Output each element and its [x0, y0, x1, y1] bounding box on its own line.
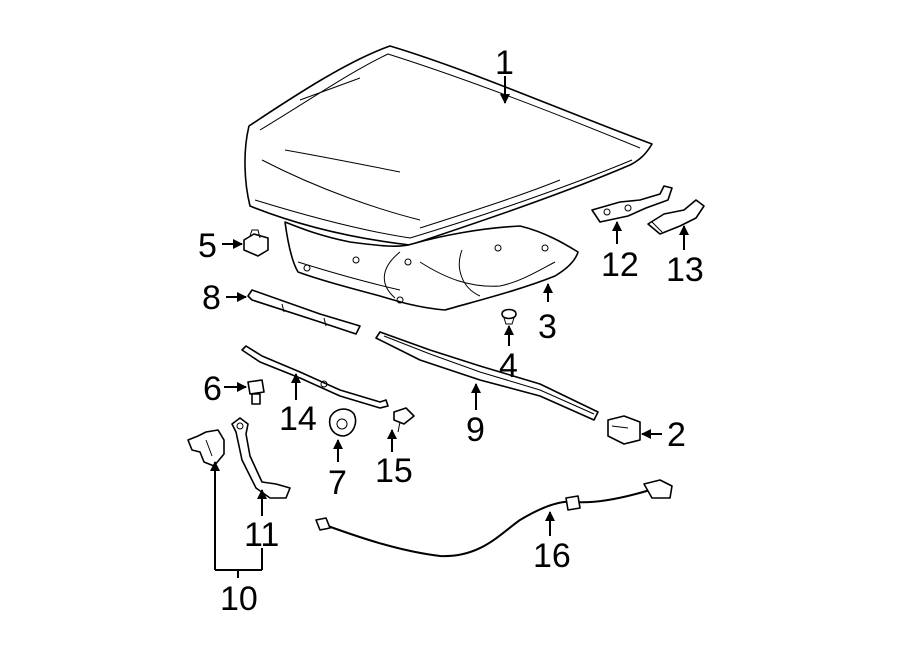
callout-12: 12 — [601, 246, 639, 284]
leader-lines — [210, 76, 689, 578]
callout-14: 14 — [279, 400, 317, 438]
callout-4: 4 — [499, 347, 518, 385]
callout-9: 9 — [466, 411, 485, 449]
callout-11: 11 — [244, 516, 279, 554]
hood-hinge[interactable] — [591, 185, 673, 223]
callout-3: 3 — [538, 308, 557, 346]
release-lever[interactable] — [231, 417, 291, 499]
hood-seal-front[interactable] — [247, 289, 361, 335]
callout-8: 8 — [202, 279, 221, 317]
latch-bracket[interactable] — [607, 415, 641, 445]
callout-10: 10 — [220, 580, 258, 618]
hood-panel[interactable] — [244, 45, 653, 246]
hood-bumper[interactable] — [243, 229, 269, 257]
grommet[interactable] — [328, 408, 357, 437]
hinge-bracket[interactable] — [647, 199, 705, 235]
release-cable[interactable] — [315, 479, 673, 558]
callout-5: 5 — [198, 227, 217, 265]
callout-15: 15 — [375, 452, 413, 490]
callout-6: 6 — [203, 370, 222, 408]
callout-labels: 1 2 3 4 5 6 7 8 9 10 11 12 13 14 15 16 — [198, 44, 704, 618]
callout-1: 1 — [495, 44, 514, 82]
callout-2: 2 — [667, 416, 686, 454]
prop-rod-retainer[interactable] — [393, 407, 415, 433]
callout-7: 7 — [328, 464, 347, 502]
retainer-clip[interactable] — [501, 308, 517, 325]
hood-latch[interactable] — [187, 429, 225, 467]
callout-13: 13 — [666, 251, 704, 289]
prop-rod[interactable] — [241, 345, 389, 409]
bolt[interactable] — [247, 379, 265, 405]
hood-inner-panel[interactable] — [284, 221, 579, 311]
weatherstrip[interactable] — [375, 331, 599, 421]
callout-16: 16 — [533, 537, 571, 575]
